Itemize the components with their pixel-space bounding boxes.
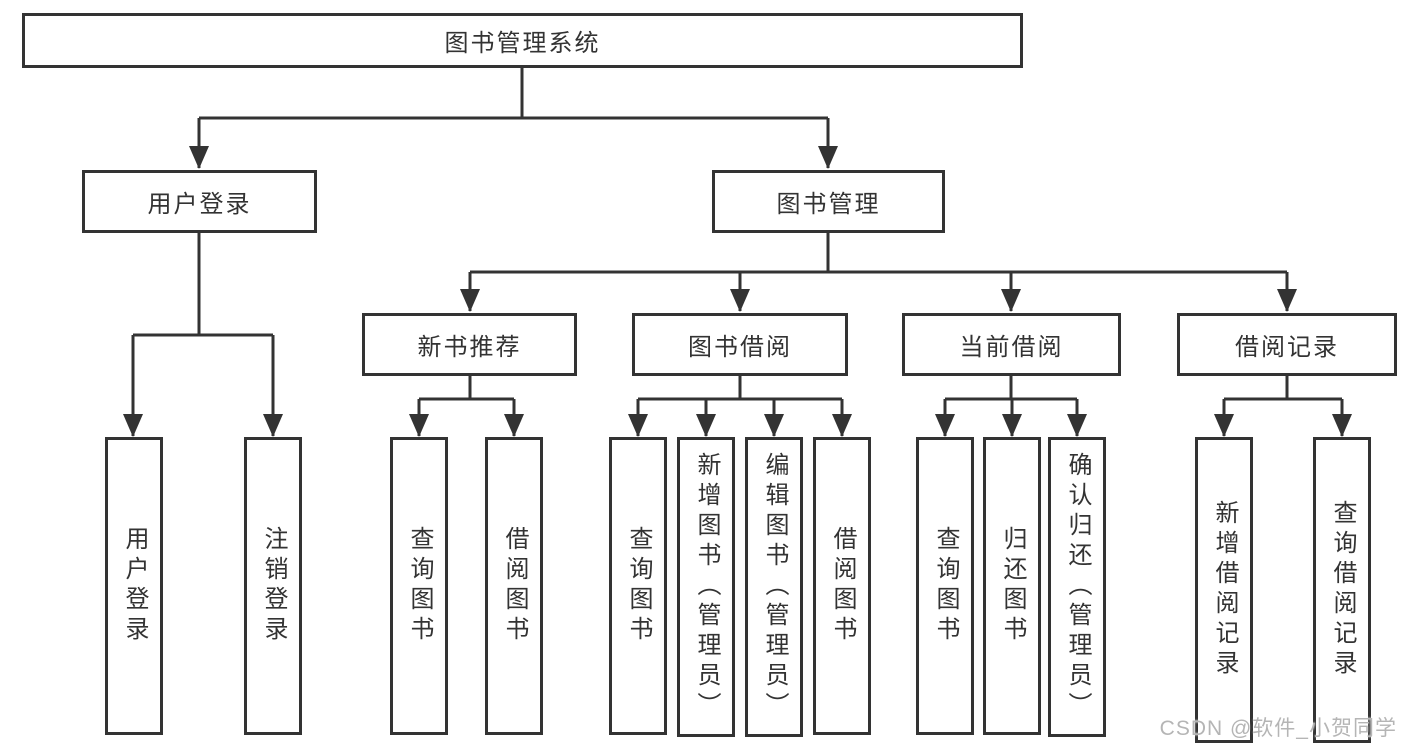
node-book-borrow: 图书借阅 xyxy=(632,313,848,376)
leaf-record-query: 查询借阅记录 xyxy=(1313,437,1371,743)
leaf-borrow-query-label: 查询图书 xyxy=(625,526,652,646)
leaf-current-return: 归还图书 xyxy=(983,437,1041,735)
node-new-book-recommend: 新书推荐 xyxy=(362,313,577,376)
csdn-watermark: CSDN @软件_小贺同学 xyxy=(1159,717,1397,740)
node-book-management: 图书管理 xyxy=(712,170,945,233)
leaf-record-add-label: 新增借阅记录 xyxy=(1211,500,1238,680)
leaf-borrow-add-admin: 新增图书（管理员） xyxy=(677,437,735,737)
leaf-newbook-query-label: 查询图书 xyxy=(406,526,433,646)
leaf-borrow-edit-admin-label: 编辑图书（管理员） xyxy=(761,452,788,722)
leaf-current-confirm-admin-label: 确认归还（管理员） xyxy=(1064,452,1091,722)
leaf-current-query: 查询图书 xyxy=(916,437,974,735)
node-current-borrow-label: 当前借阅 xyxy=(959,334,1064,361)
node-user-login: 用户登录 xyxy=(82,170,317,233)
leaf-borrow-add-admin-label: 新增图书（管理员） xyxy=(693,452,720,722)
node-root-label: 图书管理系统 xyxy=(444,30,601,57)
node-root: 图书管理系统 xyxy=(22,13,1023,68)
leaf-newbook-query: 查询图书 xyxy=(390,437,448,735)
leaf-newbook-borrow-label: 借阅图书 xyxy=(501,526,528,646)
leaf-newbook-borrow: 借阅图书 xyxy=(485,437,543,735)
leaf-record-add: 新增借阅记录 xyxy=(1195,437,1253,743)
leaf-logout-label: 注销登录 xyxy=(260,526,287,646)
leaf-current-confirm-admin: 确认归还（管理员） xyxy=(1048,437,1106,737)
node-new-book-recommend-label: 新书推荐 xyxy=(417,334,522,361)
leaf-borrow-edit-admin: 编辑图书（管理员） xyxy=(745,437,803,737)
leaf-borrow-borrow-label: 借阅图书 xyxy=(829,526,856,646)
leaf-borrow-query: 查询图书 xyxy=(609,437,667,735)
leaf-borrow-borrow: 借阅图书 xyxy=(813,437,871,735)
leaf-record-query-label: 查询借阅记录 xyxy=(1329,500,1356,680)
leaf-current-query-label: 查询图书 xyxy=(932,526,959,646)
leaf-current-return-label: 归还图书 xyxy=(999,526,1026,646)
node-borrow-record: 借阅记录 xyxy=(1177,313,1397,376)
leaf-user-login-label: 用户登录 xyxy=(121,526,148,646)
node-book-borrow-label: 图书借阅 xyxy=(688,334,792,361)
leaf-logout: 注销登录 xyxy=(244,437,302,735)
node-borrow-record-label: 借阅记录 xyxy=(1235,334,1339,361)
leaf-user-login: 用户登录 xyxy=(105,437,163,735)
node-current-borrow: 当前借阅 xyxy=(902,313,1121,376)
connector-arrows xyxy=(123,118,1352,437)
node-book-management-label: 图书管理 xyxy=(776,191,881,218)
node-user-login-label: 用户登录 xyxy=(147,191,252,218)
connector-trunks xyxy=(133,68,1342,401)
